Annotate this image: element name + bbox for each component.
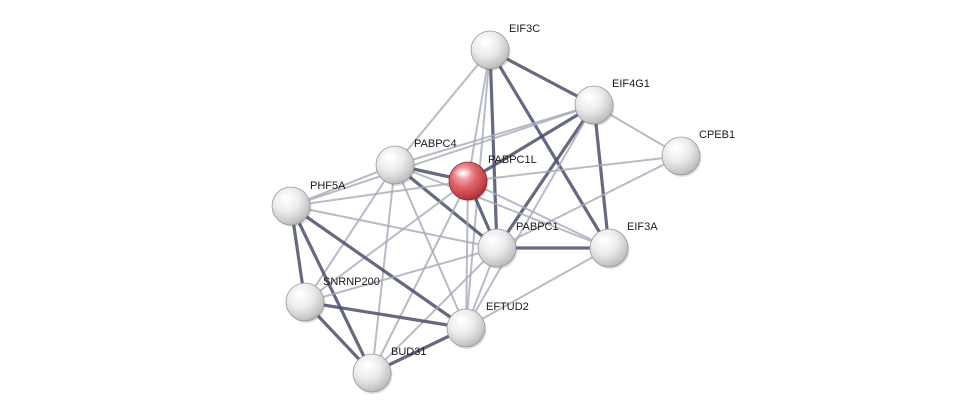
node-cpeb1[interactable] — [661, 136, 702, 177]
edge-eif4g1-eif3a — [592, 103, 611, 250]
node-label-eif4g1: EIF4G1 — [612, 78, 650, 90]
edge-eif4g1-pabpc1l — [466, 103, 596, 183]
edge-eif4g1-pabpc1 — [495, 103, 596, 250]
edge-eif3c-pabpc4 — [394, 49, 491, 166]
edge-pabpc1-bud31 — [371, 247, 498, 374]
node-highlight — [291, 289, 309, 299]
node-sphere[interactable] — [470, 30, 510, 70]
node-highlight — [277, 193, 295, 203]
node-label-bud31: BUD31 — [391, 346, 426, 358]
node-label-eif3c: EIF3C — [509, 23, 540, 35]
edge-pabpc4-eftud2 — [394, 164, 467, 329]
node-eif3c[interactable] — [470, 30, 511, 71]
edge-pabpc4-pabpc1 — [393, 163, 499, 250]
nodes-layer — [271, 30, 702, 394]
edge-snrnp200-eftud2 — [303, 300, 468, 330]
node-sphere[interactable] — [285, 282, 325, 322]
node-label-pabpc4: PABPC4 — [414, 138, 457, 150]
node-highlight — [452, 315, 470, 325]
edge-phf5a-bud31 — [289, 204, 374, 375]
node-highlight — [381, 152, 399, 162]
edge-pabpc4-eif3a — [394, 164, 610, 249]
edge-pabpc1l-bud31 — [371, 180, 469, 374]
node-label-cpeb1: CPEB1 — [699, 129, 735, 141]
node-label-eif3a: EIF3A — [627, 221, 658, 233]
node-highlight — [454, 168, 472, 178]
node-phf5a[interactable] — [271, 186, 312, 227]
node-highlight — [595, 235, 613, 245]
node-sphere[interactable] — [446, 308, 486, 348]
edge-eif3c-eif3a — [488, 48, 611, 250]
node-pabpc4[interactable] — [375, 145, 416, 186]
edge-eif4g1-phf5a — [290, 104, 595, 207]
edge-eif3c-pabpc1l — [467, 49, 491, 182]
edge-pabpc4-snrnp200 — [304, 164, 396, 303]
node-label-pabpc1l: PABPC1L — [488, 154, 537, 166]
node-eftud2[interactable] — [446, 308, 487, 349]
node-snrnp200[interactable] — [285, 282, 326, 323]
edge-phf5a-pabpc1 — [290, 205, 498, 249]
edge-pabpc1-snrnp200 — [304, 247, 498, 303]
node-sphere[interactable] — [589, 228, 629, 268]
edge-cpeb1-pabpc1 — [496, 155, 682, 249]
node-highlight — [483, 235, 501, 245]
edge-pabpc1l-eftud2 — [465, 180, 469, 329]
node-sphere[interactable] — [375, 145, 415, 185]
node-label-pabpc1: PABPC1 — [516, 221, 559, 233]
edge-eif3c-pabpc1 — [488, 48, 499, 250]
node-highlight — [580, 92, 598, 102]
edges-layer — [289, 48, 682, 375]
node-sphere[interactable] — [574, 85, 614, 125]
node-bud31[interactable] — [352, 353, 393, 394]
node-highlight — [667, 143, 685, 153]
node-sphere[interactable] — [271, 186, 311, 226]
edge-eif3a-eftud2 — [465, 247, 610, 329]
edge-eif4g1-pabpc4 — [394, 104, 595, 166]
edge-pabpc1l-eif3a — [467, 180, 610, 249]
node-pabpc1[interactable] — [477, 228, 518, 269]
node-pabpc1l[interactable] — [448, 161, 489, 202]
node-highlight — [476, 37, 494, 47]
edge-eif3c-eif4g1 — [488, 48, 596, 107]
node-sphere[interactable] — [661, 136, 701, 176]
node-sphere[interactable] — [448, 161, 488, 201]
node-label-eftud2: EFTUD2 — [486, 301, 529, 313]
node-eif3a[interactable] — [589, 228, 630, 269]
node-eif4g1[interactable] — [574, 85, 615, 126]
node-highlight — [358, 360, 376, 370]
node-label-phf5a: PHF5A — [310, 180, 346, 192]
node-sphere[interactable] — [352, 353, 392, 393]
edge-cpeb1-pabpc1l — [467, 155, 682, 182]
node-sphere[interactable] — [477, 228, 517, 268]
node-label-snrnp200: SNRNP200 — [323, 276, 380, 288]
edge-pabpc1l-snrnp200 — [304, 180, 469, 303]
edge-pabpc1l-phf5a — [290, 180, 469, 207]
